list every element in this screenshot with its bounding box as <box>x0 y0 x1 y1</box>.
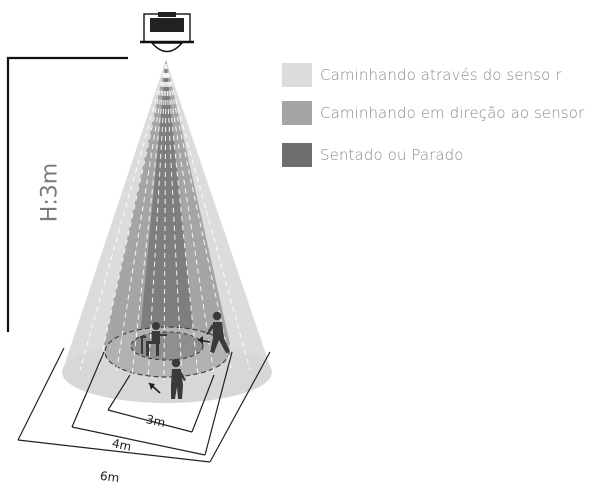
sensor-icon <box>140 12 194 53</box>
legend-swatch-light <box>282 63 312 87</box>
height-label: H:3m <box>37 162 63 223</box>
seated-person-icon <box>140 322 167 356</box>
legend-item-walking-across: Caminhando através do senso r <box>282 63 562 87</box>
height-bracket <box>6 56 128 332</box>
dimension-label-6m: 6m <box>99 468 121 486</box>
dimension-lines <box>17 347 271 463</box>
beam-lines <box>79 63 251 381</box>
legend-item-seated: Sentado ou Parado <box>282 143 464 167</box>
legend-item-walking-toward: Caminhando em direção ao sensor <box>282 101 584 125</box>
walking-person-bottom-icon <box>171 358 186 399</box>
legend-label: Caminhando em direção ao sensor <box>320 104 585 122</box>
legend-label: Sentado ou Parado <box>320 146 464 164</box>
walking-person-right-icon <box>206 311 230 353</box>
legend-swatch-medium <box>282 101 312 125</box>
legend-label: Caminhando através do senso r <box>320 66 562 84</box>
legend-swatch-dark <box>282 143 312 167</box>
